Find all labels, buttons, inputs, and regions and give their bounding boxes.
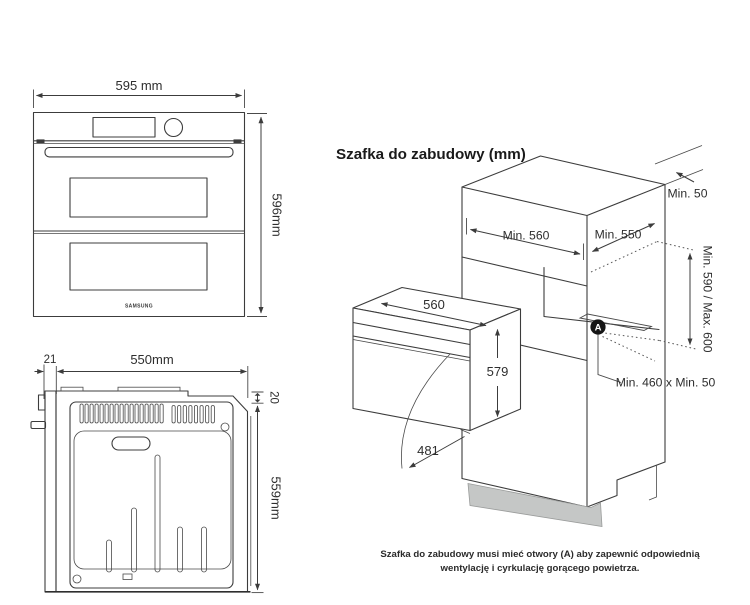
lower-door-window [69, 242, 208, 291]
back-panel-inner [69, 401, 234, 589]
control-display [92, 116, 156, 138]
niche-interior-edges [543, 266, 660, 331]
grip-slot [111, 436, 151, 451]
brand-logo: SAMSUNG [125, 304, 153, 310]
cabinet-title: Szafka do zabudowy (mm) [336, 146, 526, 163]
oven-front-view: 595 mm SAMSUNG 596mm [32, 78, 285, 318]
back-gap-dimension-label: 20 [268, 391, 280, 404]
door-clearance-arrow [408, 436, 465, 468]
cabinet-top-face [461, 155, 666, 217]
oven-handle-band-inner [352, 339, 471, 362]
niche-top-edge [461, 256, 588, 287]
rear-clearance-label: Min. 50 [668, 187, 708, 201]
vent-marker-badge [590, 319, 606, 335]
front-width-dimension-label: 595 mm [116, 78, 163, 93]
niche-width-dimension-line [469, 228, 581, 256]
screw-hole-top [220, 422, 230, 432]
niche-height-label: Min. 590 / Max. 600 [701, 245, 715, 352]
bottom-bracket [122, 573, 133, 580]
front-height-extension-lines [247, 113, 267, 317]
left-hinge-mark [36, 139, 45, 143]
niche-width-extension-lines [466, 218, 584, 260]
back-top-extension-lines [43, 364, 249, 399]
control-knob [163, 117, 184, 138]
upper-door-window [69, 177, 208, 218]
door-handle [44, 146, 234, 158]
caption-line-1: Szafka do zabudowy musi mieć otwory (A) … [380, 549, 700, 560]
vent-opening-label: Min. 460 x Min. 50 [616, 376, 716, 390]
niche-depth-label: Min. 550 [595, 228, 642, 242]
cabinet-diagram: Szafka do zabudowy (mm) Min. 560 Min. 55… [336, 145, 716, 574]
vent-leader-line [597, 334, 622, 383]
cabinet-base-notch [586, 461, 666, 508]
door-bracket [37, 394, 46, 411]
front-width-extension-lines [33, 89, 245, 108]
gap-extension-lines [251, 391, 264, 404]
gap-dimension-arrows [254, 392, 261, 403]
mount-tab-left [60, 386, 84, 392]
oven-width-dimension-line [380, 302, 487, 327]
back-offset-dimension-label: 21 [44, 354, 57, 366]
depth-projection-bottom [600, 332, 697, 362]
door-clearance-label: 481 [417, 443, 439, 458]
door-edge-profile [44, 390, 57, 593]
vent-slot-row-left [79, 403, 164, 424]
niche-width-label: Min. 560 [503, 229, 550, 243]
cabinet-plinth [467, 483, 603, 527]
vent-marker-letter: A [595, 323, 602, 334]
oven-width-label: 560 [423, 297, 445, 312]
door-swing-arc [401, 353, 451, 469]
hinge-pin [30, 420, 47, 430]
back-panel-recess [73, 430, 232, 570]
niche-depth-dimension-line [591, 223, 656, 252]
oven-face [352, 307, 471, 432]
front-height-dimension-label: 596mm [270, 193, 285, 236]
clearance-arrow [675, 172, 695, 183]
oven-back-view: 21 550mm [30, 352, 284, 594]
clearance-reference-lines [654, 145, 704, 185]
cabinet-rear-foot [648, 465, 657, 501]
caption-line-2: wentylację i cyrkulację gorącego powietr… [440, 563, 640, 574]
back-height-dimension-label: 559mm [269, 476, 284, 519]
right-hinge-mark [233, 139, 242, 143]
oven-front-outline [32, 111, 246, 318]
oven-height-label: 579 [487, 364, 509, 379]
oven-bottom-corner [460, 429, 471, 434]
mount-tab-center [117, 386, 181, 392]
depth-projection-top [590, 241, 696, 273]
screw-hole-bottom [72, 574, 82, 584]
stamped-slots [106, 454, 207, 573]
niche-floor-vent-slot [578, 313, 653, 331]
vent-slot-row-right [171, 405, 215, 424]
back-depth-dimension-label: 550mm [130, 352, 173, 367]
